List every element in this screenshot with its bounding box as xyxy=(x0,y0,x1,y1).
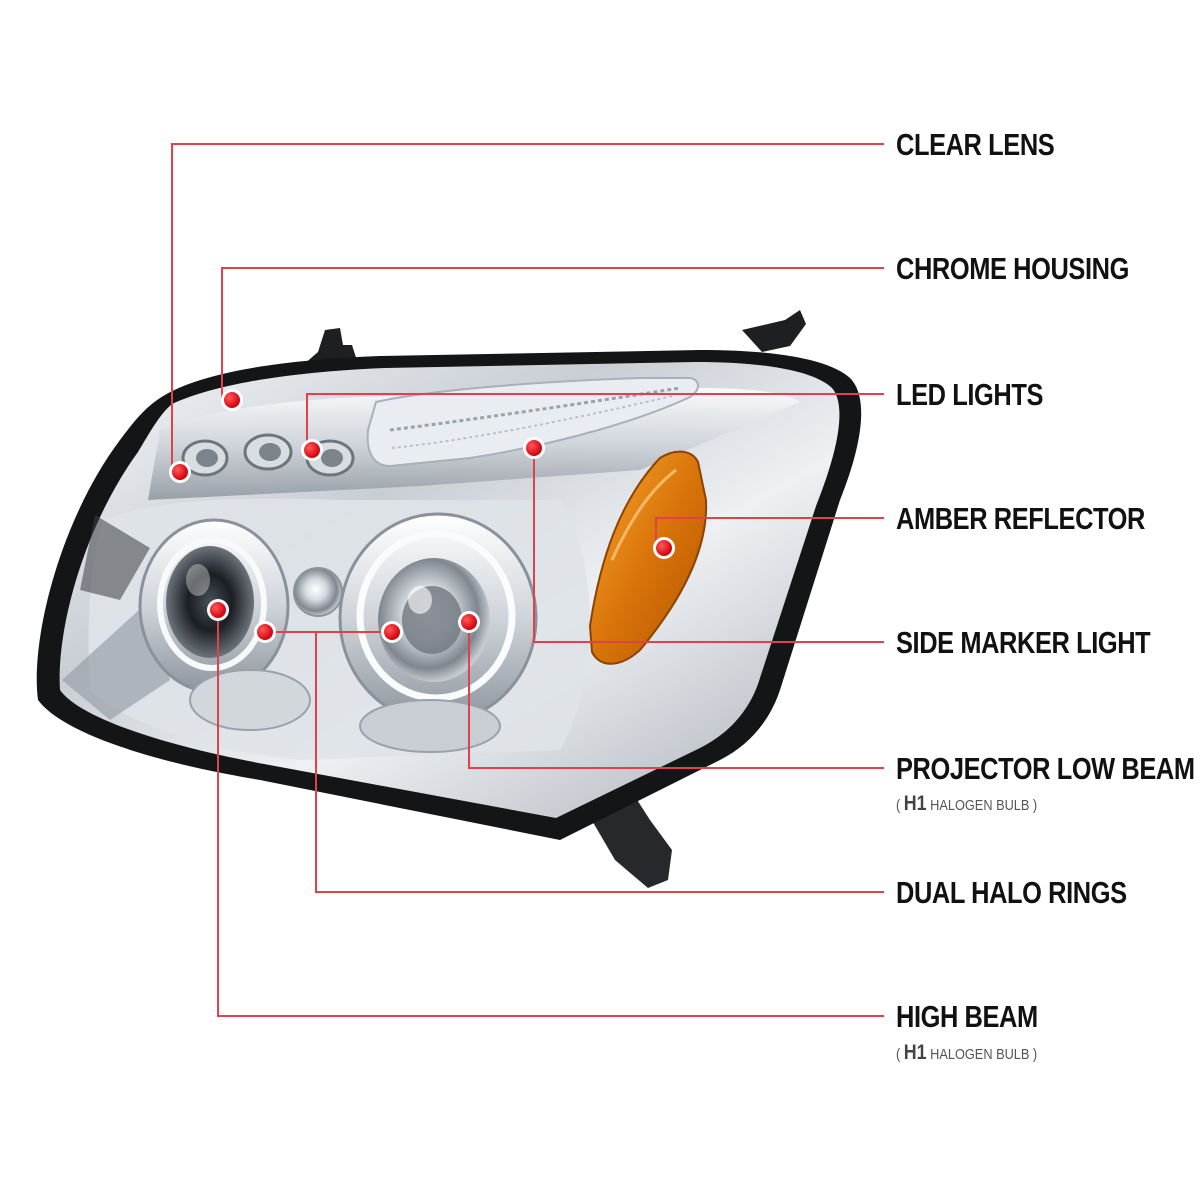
high-beam-line xyxy=(217,610,884,1017)
chrome-housing-dot xyxy=(221,389,243,411)
dual-halo-rings-dot-right xyxy=(381,621,403,643)
led-lights-dot xyxy=(301,439,323,461)
projector-low-beam-dot xyxy=(458,611,480,633)
amber-reflector-label: AMBER REFLECTOR xyxy=(896,501,1145,536)
bulb-type: H1 xyxy=(903,792,927,815)
bulb-type: H1 xyxy=(903,1041,927,1064)
high-beam-bulb-note: ( H1 HALOGEN BULB ) xyxy=(896,1041,1037,1067)
bulb-note-text: HALOGEN BULB xyxy=(930,1046,1030,1063)
clear-lens-dot xyxy=(169,461,191,483)
side-marker-light-line xyxy=(533,448,884,643)
high-beam-label: HIGH BEAM xyxy=(896,999,1038,1034)
side-marker-light-label: SIDE MARKER LIGHT xyxy=(896,625,1151,660)
projector-low-beam-line xyxy=(468,622,884,769)
chrome-housing-label: CHROME HOUSING xyxy=(896,251,1129,286)
high-beam-dot xyxy=(207,599,229,621)
dual-halo-rings-dot-left xyxy=(254,621,276,643)
projector-low-beam-bulb-note: ( H1 HALOGEN BULB ) xyxy=(896,792,1037,818)
bulb-note-open: ( xyxy=(896,797,901,814)
dual-halo-rings-label: DUAL HALO RINGS xyxy=(896,875,1127,910)
headlight-body xyxy=(36,310,862,888)
clear-lens-label: CLEAR LENS xyxy=(896,127,1055,162)
dual-halo-rings-stem xyxy=(315,632,884,893)
side-marker-light-dot xyxy=(523,437,545,459)
led-pods xyxy=(181,433,355,477)
projector-low-beam-lens xyxy=(338,512,538,724)
bulb-note-close: ) xyxy=(1032,797,1038,814)
projector-low-beam-label: PROJECTOR LOW BEAM xyxy=(896,751,1195,786)
led-lights-label: LED LIGHTS xyxy=(896,377,1044,412)
amber-reflector-lens xyxy=(588,450,708,665)
bulb-note-close: ) xyxy=(1032,1046,1038,1063)
amber-reflector-dot xyxy=(653,537,675,559)
bulb-note-text: HALOGEN BULB xyxy=(930,797,1030,814)
bulb-note-open: ( xyxy=(896,1046,901,1063)
callout-dots xyxy=(169,389,675,643)
